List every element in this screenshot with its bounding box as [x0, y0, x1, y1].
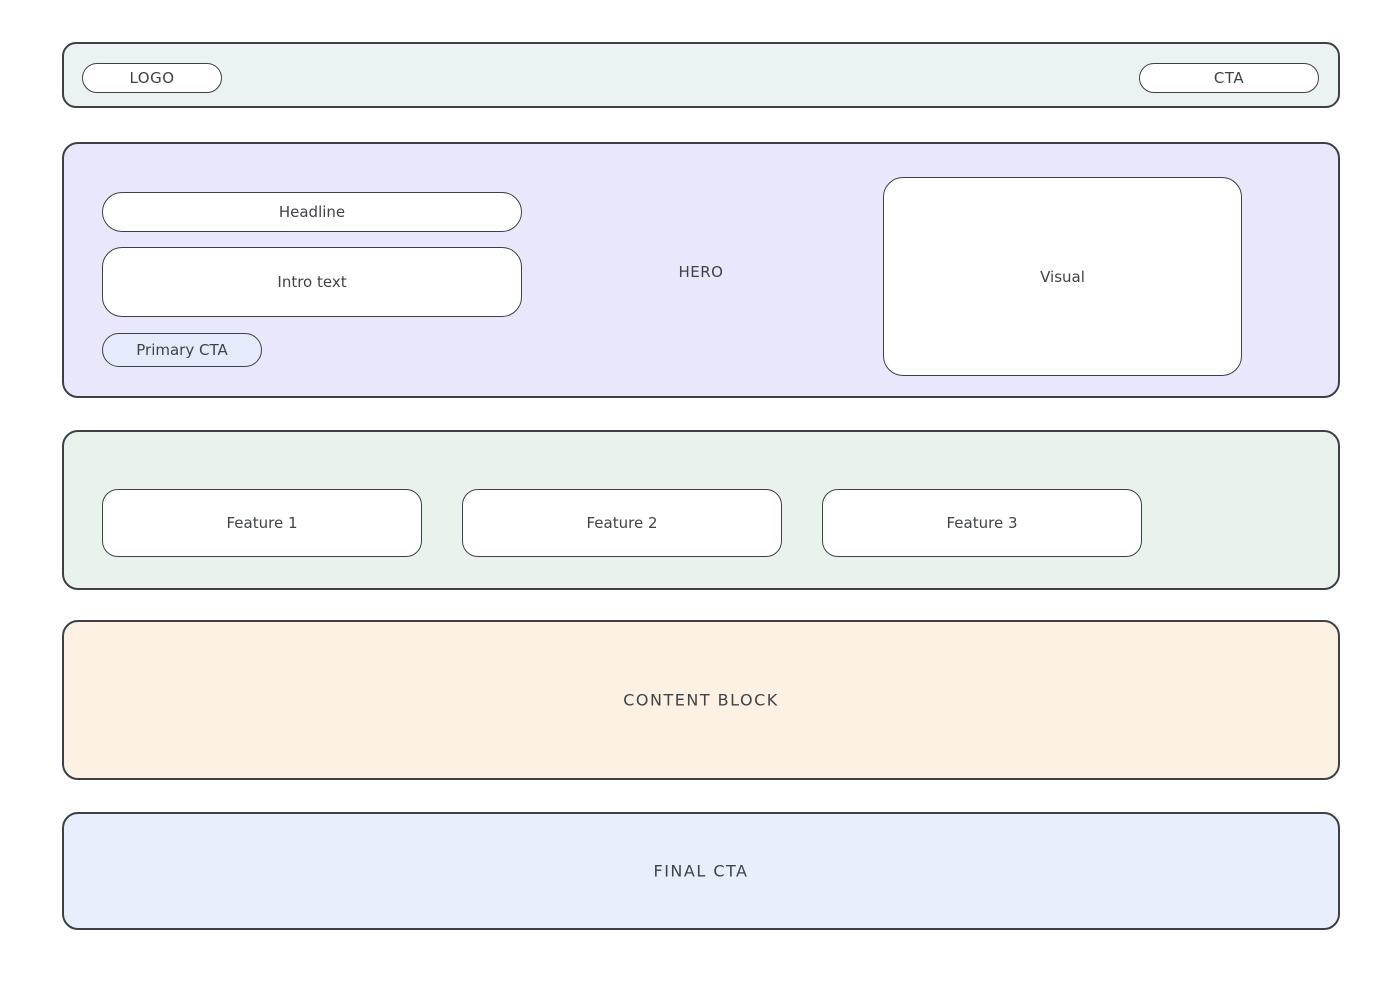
header-cta-button[interactable]: CTA: [1139, 63, 1319, 93]
feature-card-1: Feature 1: [102, 489, 422, 557]
feature-3-label: Feature 3: [946, 514, 1018, 532]
header-bar: LOGO CTA: [62, 42, 1340, 108]
primary-cta-label: Primary CTA: [136, 341, 228, 359]
visual-label: Visual: [1040, 267, 1085, 286]
feature-2-label: Feature 2: [586, 514, 658, 532]
features-section: Feature 1 Feature 2 Feature 3: [62, 430, 1340, 590]
feature-card-3: Feature 3: [822, 489, 1142, 557]
hero-section-label: HERO: [678, 263, 724, 281]
content-block-section: CONTENT BLOCK: [62, 620, 1340, 780]
intro-text-placeholder: Intro text: [102, 247, 522, 317]
headline-label: Headline: [278, 203, 346, 221]
feature-card-2: Feature 2: [462, 489, 782, 557]
headline-placeholder: Headline: [102, 192, 522, 232]
final-cta-label: FINAL CTA: [653, 861, 749, 881]
logo-label: LOGO: [129, 69, 175, 87]
primary-cta-button[interactable]: Primary CTA: [102, 333, 262, 367]
intro-text-label: Intro text: [277, 273, 347, 291]
feature-1-label: Feature 1: [226, 514, 298, 532]
hero-visual-placeholder: Visual: [883, 177, 1242, 376]
header-cta-label: CTA: [1213, 69, 1245, 87]
final-cta-section: FINAL CTA: [62, 812, 1340, 930]
content-block-label: CONTENT BLOCK: [623, 690, 779, 710]
logo[interactable]: LOGO: [82, 63, 222, 93]
hero-section: Headline Intro text Primary CTA HERO Vis…: [62, 142, 1340, 398]
